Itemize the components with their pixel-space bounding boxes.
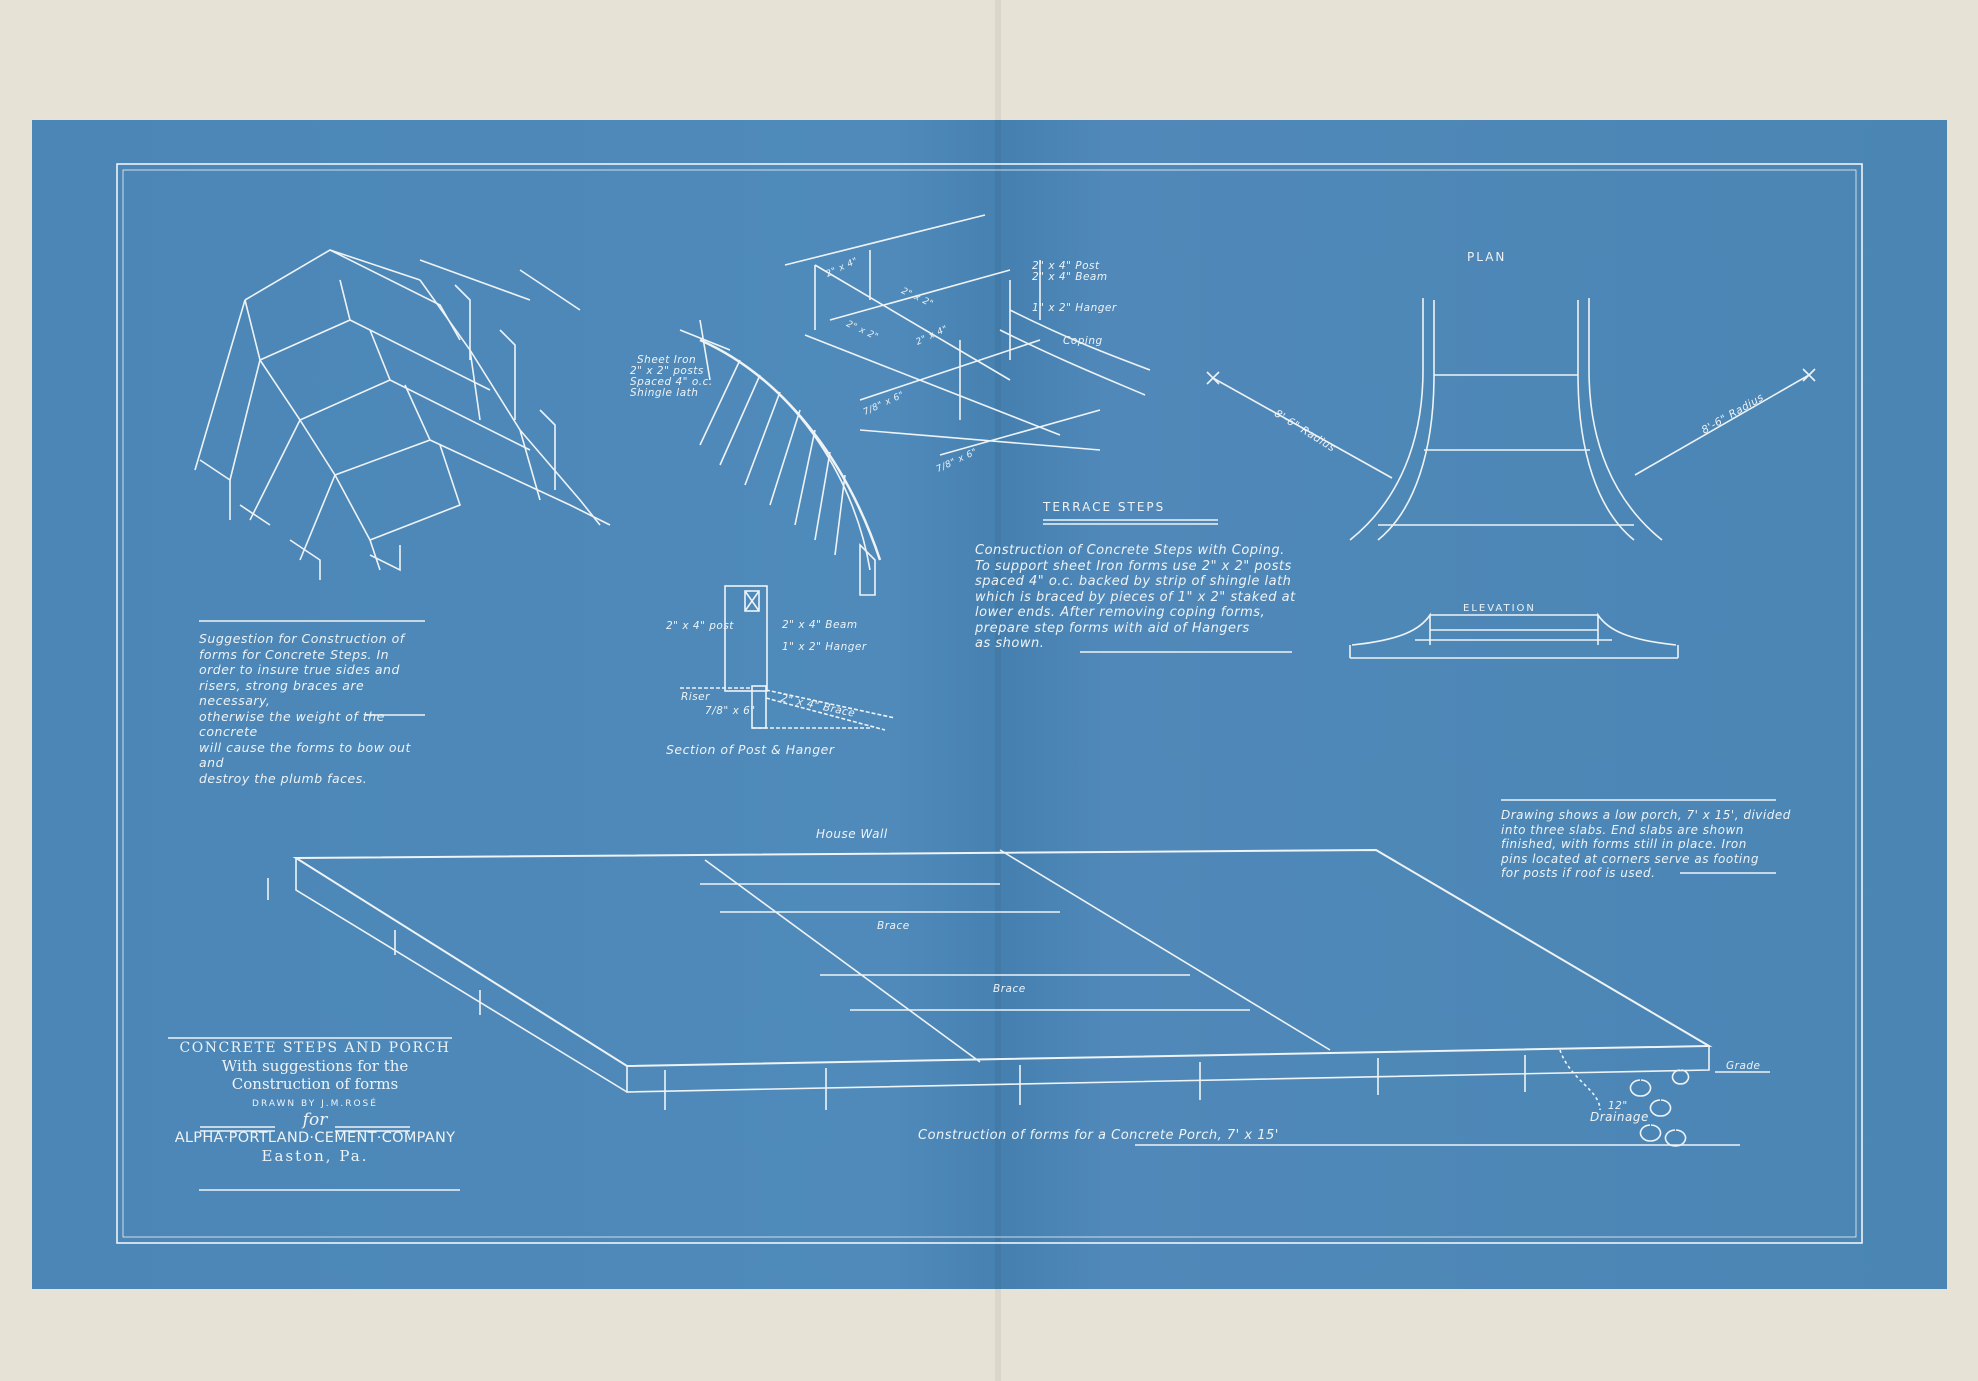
porch-drawing <box>267 848 1770 1147</box>
grade-label: Grade <box>1726 1060 1761 1072</box>
drainage-label: Drainage <box>1590 1110 1649 1124</box>
for-label: for <box>302 1109 328 1130</box>
terrace-steps-title: TERRACE STEPS <box>1043 500 1166 514</box>
label-beam: 2" x 4" Beam <box>1032 271 1108 283</box>
title-block: CONCRETE STEPS AND PORCH With suggestion… <box>160 1040 470 1165</box>
terrace-steps-drawing <box>679 214 1151 596</box>
porch-note: Drawing shows a low porch, 7' x 15', div… <box>1501 808 1791 880</box>
label-lath: Shingle lath <box>630 387 699 399</box>
brace-label: Brace <box>993 983 1026 995</box>
blueprint-sheet <box>32 120 1947 1289</box>
company-name: ALPHA·PORTLAND·CEMENT·COMPANY <box>174 1129 456 1146</box>
plan-title: PLAN <box>1467 250 1507 264</box>
drawing-subtitle-1: With suggestions for the <box>221 1056 409 1075</box>
label-sheet-iron: Sheet Iron <box>637 354 697 366</box>
inner-border-2 <box>122 169 1857 1238</box>
section-post-label: 2" x 4" post <box>666 620 734 632</box>
section-caption: Section of Post & Hanger <box>666 742 835 757</box>
drawn-by: DRAWN BY J.M.ROSÉ <box>252 1098 378 1109</box>
drawing-subtitle-2: Construction of forms <box>231 1074 399 1093</box>
section-beam-label: 2" x 4" Beam <box>782 619 858 631</box>
label-post: 2" x 4" Post <box>1032 260 1100 272</box>
section-riser-label: Riser <box>681 691 710 703</box>
brace-label: Brace <box>877 920 910 932</box>
drainage-size: 12" <box>1608 1100 1628 1112</box>
label-hanger: 1" x 2" Hanger <box>1032 302 1117 314</box>
label-spaced: Spaced 4" o.c. <box>630 376 713 388</box>
label-posts: 2" x 2" posts <box>630 365 704 377</box>
inner-border <box>116 163 1863 1244</box>
elevation-drawing <box>1349 612 1679 659</box>
plan-drawing <box>1206 298 1816 541</box>
drawing-title: CONCRETE STEPS AND PORCH <box>179 1040 451 1056</box>
section-hanger-label: 1" x 2" Hanger <box>782 641 867 653</box>
steps-note: Suggestion for Construction of forms for… <box>199 631 411 786</box>
elevation-title: ELEVATION <box>1463 603 1536 614</box>
step-forms-drawing <box>194 249 611 580</box>
section-riser-size: 7/8" x 6" <box>705 705 756 717</box>
company-city: Easton, Pa. <box>261 1147 369 1166</box>
label-coping: Coping <box>1063 335 1103 347</box>
porch-caption: Construction of forms for a Concrete Por… <box>918 1128 1279 1143</box>
section-drawing <box>680 585 896 731</box>
underlines <box>168 519 1776 1191</box>
terrace-steps-note: Construction of Concrete Steps with Copi… <box>975 543 1296 651</box>
house-wall-label: House Wall <box>816 827 888 841</box>
fold-crease <box>995 0 1001 1381</box>
